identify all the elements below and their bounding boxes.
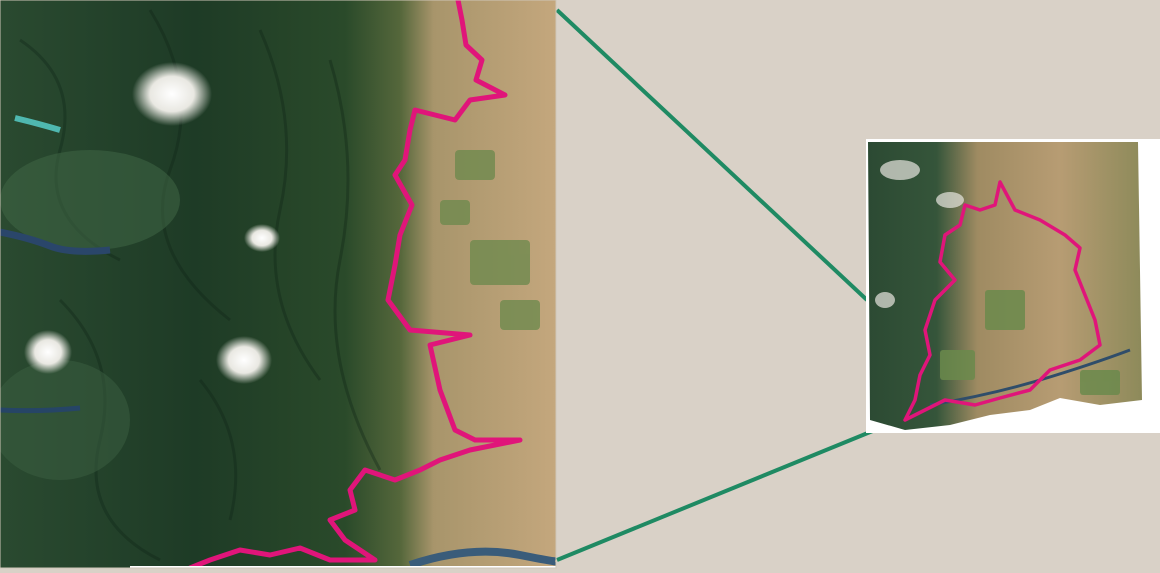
map-edge-strip [130, 566, 556, 568]
inset-snow-patches [875, 160, 964, 308]
valley-patch [0, 360, 130, 480]
cropland-patches [440, 150, 540, 330]
columbia-river [408, 547, 556, 568]
overview-inset-map [866, 139, 1160, 433]
map-base-terrain [0, 0, 556, 568]
river-reservoir [0, 228, 111, 255]
upper-connector-line [555, 8, 869, 302]
snowcapped-peak-small [244, 224, 280, 252]
inset-region-boundary [903, 180, 1102, 422]
zoomed-satellite-map [0, 0, 556, 568]
snowcapped-peak-north [132, 62, 212, 126]
snowcapped-peak-west [24, 330, 72, 374]
inset-terrain [868, 142, 1142, 430]
snowcapped-peak-center [216, 336, 272, 384]
inset-cropland [940, 290, 1120, 395]
valley-patch [0, 150, 180, 250]
zoom-connector-lines [555, 8, 881, 562]
glacial-lake [14, 115, 61, 133]
river-segment [0, 405, 81, 414]
region-boundary-line [187, 0, 523, 568]
main-map-frame [0, 0, 557, 569]
lower-connector-line [556, 426, 881, 562]
